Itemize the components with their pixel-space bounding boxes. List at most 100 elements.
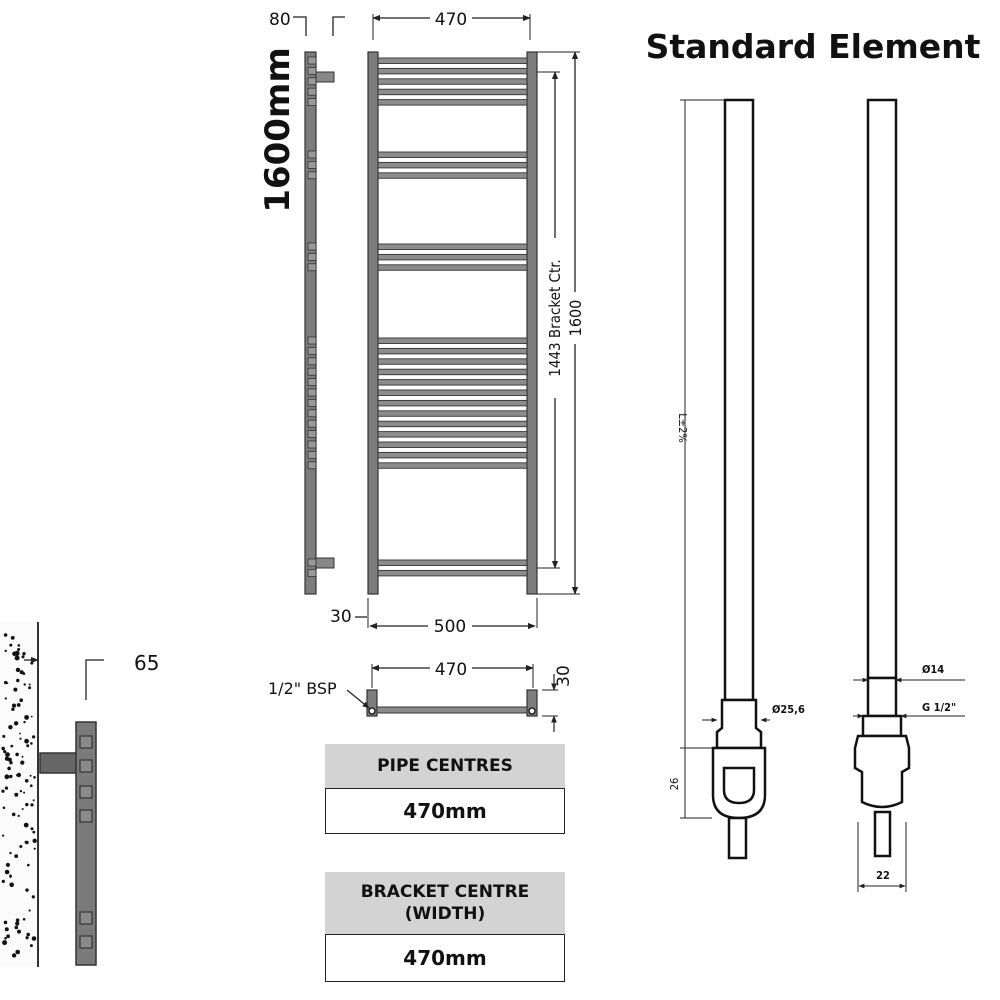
aggregate-dot	[9, 774, 13, 779]
towel-bar	[377, 368, 528, 376]
thread-label: G 1/2"	[922, 701, 956, 714]
aggregate-dot	[32, 830, 36, 834]
wall-bracket	[39, 752, 81, 774]
aggregate-dot	[11, 703, 17, 708]
aggregate-dot	[19, 670, 24, 675]
element-collar-front	[715, 698, 763, 750]
aggregate-dot	[30, 827, 34, 831]
aggregate-dot	[14, 854, 19, 858]
element-thread-side	[866, 676, 898, 718]
aggregate-dot	[31, 895, 35, 899]
bottom-offset-label: 30	[330, 607, 352, 627]
aggregate-dot	[1, 789, 5, 793]
aggregate-dot	[7, 766, 11, 771]
bar-end-tick	[307, 56, 317, 65]
aggregate-dot	[1, 834, 5, 837]
right-upright	[526, 51, 538, 595]
element-head-side	[853, 734, 911, 809]
wall-gap-label: 65	[134, 651, 159, 675]
aggregate-dot	[21, 808, 24, 810]
side-rail	[75, 721, 97, 966]
towel-bar	[377, 151, 528, 158]
towel-bar	[377, 441, 528, 448]
length-label: L±2%	[676, 413, 689, 443]
bar-end-tick	[307, 87, 317, 96]
aggregate-dot	[31, 936, 37, 941]
aggregate-dot	[24, 779, 29, 783]
element-switch-front	[722, 766, 756, 805]
aggregate-dot	[15, 918, 20, 922]
standard-element: Standard Element L±2% 26 Ø25,6 Ø14 G 1/2…	[646, 27, 981, 892]
aggregate-dot	[16, 678, 20, 683]
wall-section	[0, 622, 38, 967]
bar-end-tick	[307, 569, 317, 577]
depth-label: 80	[269, 10, 291, 30]
plan-bar	[376, 706, 528, 714]
towel-bar	[377, 161, 528, 169]
towel-bars	[377, 57, 528, 577]
aggregate-dot	[26, 744, 30, 748]
bar-end-tick	[307, 150, 317, 159]
towel-bar	[377, 410, 528, 417]
aggregate-dot	[23, 720, 26, 724]
aggregate-dot	[2, 734, 6, 738]
aggregate-dot	[4, 786, 9, 790]
element-title: Standard Element	[646, 27, 981, 66]
bar-end-tick	[307, 558, 317, 567]
towel-bar	[377, 264, 528, 271]
aggregate-dot	[16, 773, 19, 777]
aggregate-dot	[27, 863, 30, 867]
overall-height-label: 1600	[566, 300, 585, 337]
aggregate-dot	[2, 940, 8, 946]
towel-bar	[377, 379, 528, 386]
towel-bar	[377, 78, 528, 85]
bar-end-tick	[307, 440, 317, 449]
bar-end-tick	[307, 398, 317, 407]
bar-end-tick	[307, 263, 317, 272]
bar-end-tick	[307, 367, 317, 376]
aggregate-dot	[14, 650, 20, 656]
aggregate-dot	[21, 655, 25, 659]
height-label: 1600mm	[258, 47, 298, 212]
towel-bar	[377, 431, 528, 438]
pipe-centres-header: PIPE CENTRES	[325, 744, 565, 788]
aggregate-dot	[9, 757, 12, 760]
front-view: 470 1443 Bracket Ctr. 1600 30 500	[330, 8, 585, 637]
bar-end-tick	[307, 378, 317, 387]
aggregate-dot	[11, 812, 16, 817]
bar-end-tick	[307, 409, 317, 418]
aggregate-dot	[32, 838, 37, 843]
aggregate-dot	[23, 791, 26, 794]
bar-end-tick	[307, 98, 317, 106]
wall-detail: 65	[0, 622, 159, 967]
bar-end-tick	[307, 388, 317, 397]
aggregate-dot	[19, 737, 22, 740]
side-view: 1600mm 80	[258, 10, 345, 595]
aggregate-dot	[13, 721, 19, 726]
towel-bar	[377, 57, 528, 64]
bottom-width-label: 500	[434, 617, 466, 637]
plan-view: 470 1/2" BSP 30	[268, 658, 574, 732]
aggregate-dot	[12, 636, 15, 639]
outer-diameter-label: Ø25,6	[772, 703, 805, 716]
towel-bar	[377, 243, 528, 250]
towel-bar	[377, 67, 528, 75]
aggregate-dot	[24, 738, 29, 744]
aggregate-dot	[25, 888, 29, 892]
aggregate-dot	[5, 862, 10, 867]
towel-bar	[377, 559, 528, 566]
aggregate-dot	[21, 755, 24, 758]
aggregate-dot	[1, 879, 5, 884]
aggregate-dot	[28, 683, 31, 686]
aggregate-dot	[15, 949, 20, 955]
bar-end-tick	[307, 450, 317, 459]
pipe-width-label: 470	[435, 660, 467, 680]
aggregate-dot	[31, 735, 36, 739]
aggregate-dot	[4, 927, 9, 932]
towel-bar	[377, 358, 528, 365]
aggregate-dot	[30, 742, 33, 745]
aggregate-dot	[2, 806, 6, 810]
rail-bar-ends	[79, 735, 93, 949]
aggregate-dot	[28, 909, 31, 912]
aggregate-dot	[3, 633, 8, 637]
